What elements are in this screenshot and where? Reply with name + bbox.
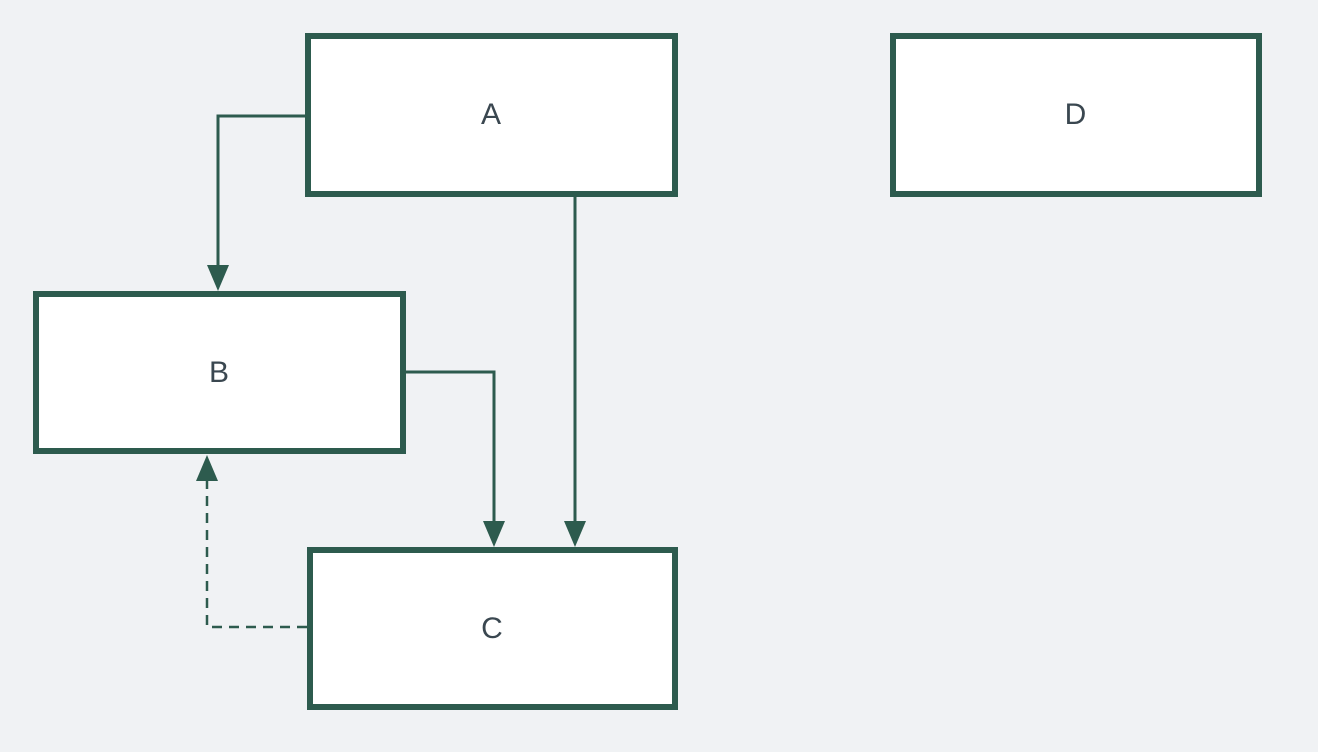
node-d[interactable]: D [890, 33, 1262, 197]
node-c[interactable]: C [307, 547, 678, 710]
node-d-label: D [1064, 98, 1088, 131]
arrowhead-b-to-c [483, 521, 505, 547]
edge-a-to-b[interactable] [216, 114, 305, 266]
node-b[interactable]: B [33, 291, 406, 454]
arrowhead-a-to-c [564, 521, 586, 547]
node-c-label: C [481, 611, 504, 645]
edge-b-to-c[interactable] [406, 370, 496, 522]
arrowhead-c-to-b [196, 455, 218, 481]
node-b-label: B [208, 355, 230, 389]
arrowhead-a-to-b [207, 265, 229, 291]
node-a[interactable]: A [305, 33, 678, 197]
edge-c-to-b-dashed[interactable] [205, 480, 307, 629]
node-a-label: A [480, 98, 502, 131]
